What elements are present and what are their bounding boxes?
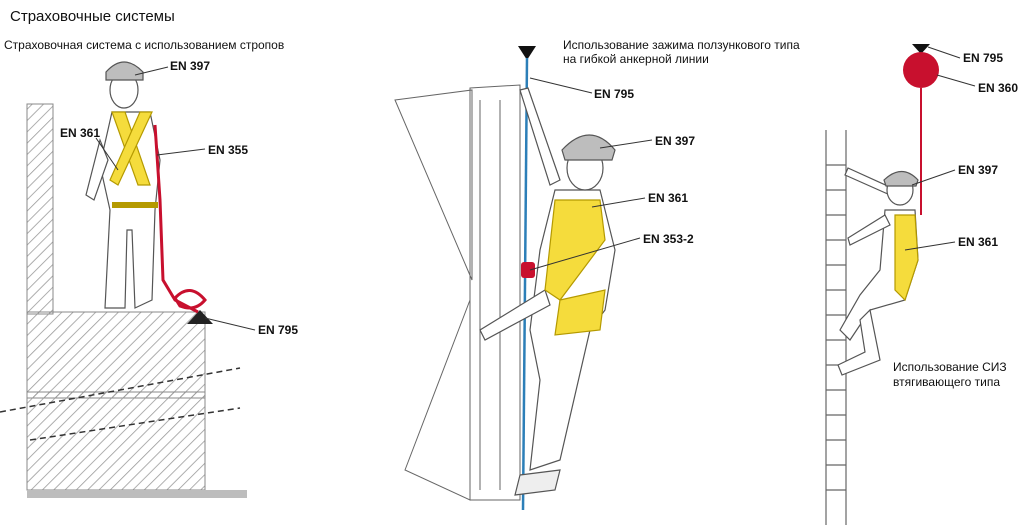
- slider-device-icon: [521, 262, 535, 278]
- anchor-point-icon: [187, 310, 213, 324]
- caption-retract-line2: втягивающего типа: [893, 375, 1001, 389]
- worker-lanyard: [85, 61, 161, 309]
- label-en353-scene2: EN 353-2: [643, 232, 694, 246]
- top-anchor-icon: [518, 46, 536, 60]
- label-en360-scene3: EN 360: [978, 81, 1019, 95]
- lanyard-line: [153, 124, 199, 314]
- anchor-rope: [521, 57, 529, 511]
- label-en795-scene1: EN 795: [258, 323, 299, 337]
- caption-retract-line1: Использование СИЗ: [893, 360, 1007, 374]
- wall-panels: [394, 84, 521, 501]
- caption-lanyard-system: Страховочная система с использованием ст…: [4, 38, 285, 52]
- wall-structure: [0, 103, 247, 498]
- label-en397-scene2: EN 397: [655, 134, 696, 148]
- label-en795-scene2: EN 795: [594, 87, 635, 101]
- worker-slider: [479, 87, 616, 496]
- top-anchor-icon: [912, 44, 930, 54]
- label-en795-scene3: EN 795: [963, 51, 1004, 65]
- caption-slider-line1: Использование зажима ползункового типа: [563, 38, 800, 52]
- caption-slider-line2: на гибкой анкерной линии: [563, 52, 709, 66]
- label-en355-scene1: EN 355: [208, 143, 249, 157]
- helmet-icon: [561, 134, 616, 161]
- scene3-leader-lines: [904, 46, 976, 251]
- scene2-leader-lines: [529, 77, 653, 271]
- label-en361-scene3: EN 361: [958, 235, 999, 249]
- helmet-icon: [105, 61, 144, 81]
- retractable-device-icon: [903, 52, 939, 88]
- scene1-leader-lines: [95, 66, 256, 331]
- lanyard-hook: [173, 289, 207, 310]
- helmet-icon: [883, 170, 919, 187]
- label-en397-scene1: EN 397: [170, 59, 211, 73]
- label-en361-scene2: EN 361: [648, 191, 689, 205]
- label-en361-scene1: EN 361: [60, 126, 101, 140]
- worker-ladder: [837, 167, 919, 376]
- label-en397-scene3: EN 397: [958, 163, 999, 177]
- page-title: Страховочные системы: [10, 8, 175, 25]
